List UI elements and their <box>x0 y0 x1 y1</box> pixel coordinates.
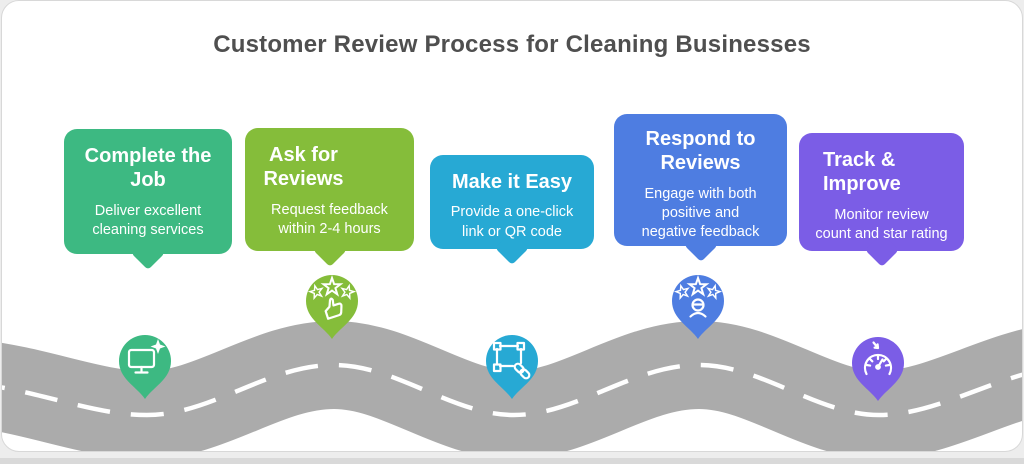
rating-stars-thumbs-up-icon <box>308 277 356 320</box>
step-description: Provide a one-click link or QR code <box>450 204 574 240</box>
step-title: Respond to Reviews <box>645 128 756 175</box>
step-description: Deliver excellent cleaning services <box>92 202 204 238</box>
road-pin-respond-to-reviews <box>666 271 730 341</box>
road-centerline <box>2 362 1022 418</box>
road-pin-complete-the-job <box>113 331 177 401</box>
step-card-complete-the-job: Complete the Job Deliver excellent clean… <box>64 129 232 270</box>
bottom-edge-strip <box>0 458 1024 464</box>
step-card-track-and-improve: Track & Improve Monitor review count and… <box>799 133 964 267</box>
step-card-ask-for-reviews: Ask for Reviews Request feedback within … <box>245 128 414 267</box>
step-title: Complete the Job <box>84 145 212 192</box>
speedometer-arrow-icon <box>863 341 893 376</box>
monitor-sparkle-icon <box>127 339 166 374</box>
step-title: Make it Easy <box>451 171 573 193</box>
step-description: Engage with both positive and negative f… <box>641 185 760 241</box>
rating-stars-person-icon <box>674 277 722 318</box>
pin-drop <box>306 275 358 339</box>
road-pin-make-it-easy <box>480 331 544 401</box>
selection-frame-link-icon <box>492 341 531 380</box>
step-title: Ask for Reviews <box>263 144 344 191</box>
step-card-respond-to-reviews: Respond to Reviews Engage with both posi… <box>614 114 787 262</box>
step-description: Monitor review count and star rating <box>815 206 948 242</box>
road-pin-ask-for-reviews <box>300 271 364 341</box>
pin-drop <box>672 275 724 339</box>
step-title: Track & Improve <box>823 149 901 196</box>
step-description: Request feedback within 2-4 hours <box>271 201 388 237</box>
step-card-make-it-easy: Make it Easy Provide a one-click link or… <box>430 155 594 265</box>
infographic-canvas: Customer Review Process for Cleaning Bus… <box>1 0 1023 452</box>
winding-road <box>2 320 1022 451</box>
infographic-title: Customer Review Process for Cleaning Bus… <box>213 31 811 58</box>
road-pin-track-and-improve <box>846 333 910 403</box>
